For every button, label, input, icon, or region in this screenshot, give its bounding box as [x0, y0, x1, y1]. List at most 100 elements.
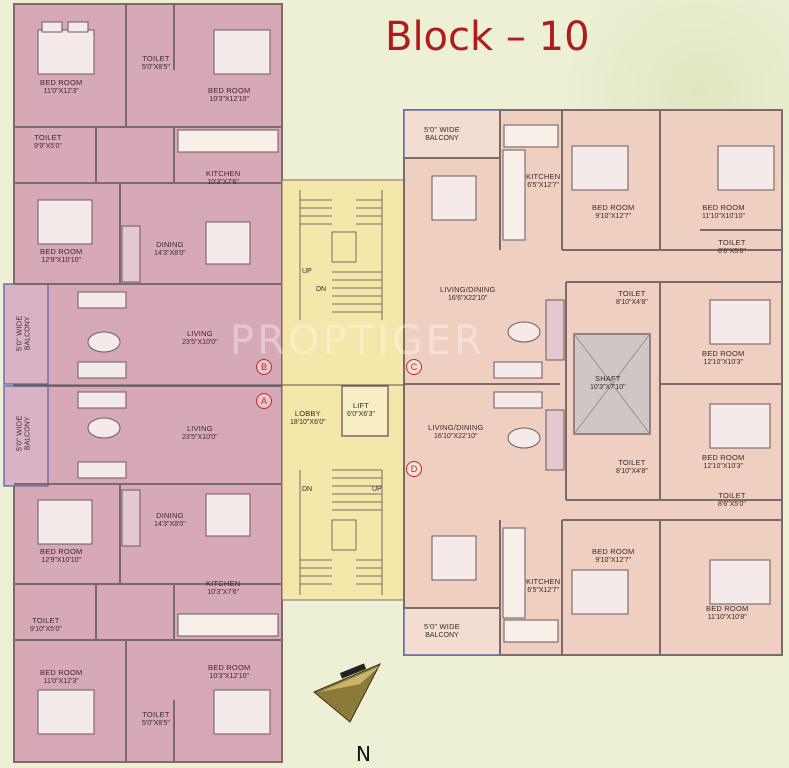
room-dimension: 9'9"X5'0"	[34, 142, 62, 150]
room-name: KITCHEN	[526, 577, 561, 586]
room-dimension: 9'10"X12'7"	[595, 212, 632, 220]
room-dimension: 18'10"X6'0"	[290, 418, 326, 426]
room-dimension: 5'0"X8'5"	[142, 719, 170, 727]
room-dimension: 14'3"X8'0"	[154, 249, 186, 257]
room-name: TOILET	[142, 54, 170, 63]
room-dimension: 6'5"X12'7"	[527, 586, 560, 594]
room-name: 5'0" WIDE	[424, 622, 460, 631]
room-name: BED ROOM	[706, 604, 749, 613]
room-name: TOILET	[718, 238, 746, 247]
room-dimension: 9'10"X12'7"	[595, 556, 632, 564]
stair-up-top: UP	[302, 268, 312, 275]
room-name: LIVING	[186, 329, 213, 338]
room-dimension: 23'5"X10'0"	[182, 338, 218, 346]
room-dimension: 12'9"X10'10"	[41, 256, 81, 264]
room-name: LIFT	[352, 401, 370, 410]
room-dimension: 12'10"X10'3"	[703, 462, 743, 470]
marker-b: B	[256, 359, 272, 375]
marker-d: D	[406, 461, 422, 477]
room-name: TOILET	[32, 616, 60, 625]
room-name: DINING	[156, 240, 184, 249]
stair-up-bottom: UP	[372, 486, 382, 493]
room-name: LIVING/DINING	[428, 423, 484, 432]
room-name: 5'0" WIDE	[14, 315, 24, 352]
room-dimension: BALCONY	[425, 631, 459, 639]
room-dimension: 10'3"X12'10"	[209, 95, 249, 103]
left-balcony-upper	[3, 283, 49, 385]
room-name: BED ROOM	[592, 547, 635, 556]
room-dimension: 23'5"X10'0"	[182, 433, 218, 441]
beds	[37, 21, 775, 735]
room-name: TOILET	[618, 289, 646, 298]
room-dimension: 10'3"X7'10"	[590, 383, 626, 391]
room-name: BED ROOM	[702, 453, 745, 462]
room-dimension: 6'0"X6'3"	[347, 410, 375, 418]
right-balcony-bottom	[403, 607, 501, 656]
room-dimension: 5'0"X8'5"	[142, 63, 170, 71]
room-name: 5'0" WIDE	[424, 125, 460, 134]
room-dimension: BALCONY	[24, 416, 32, 451]
room-name: LIVING/DINING	[440, 285, 496, 294]
room-dimension: 9'10"X5'0"	[30, 625, 62, 633]
room-name: BED ROOM	[40, 78, 83, 87]
room-name: BED ROOM	[592, 203, 635, 212]
room-name: TOILET	[718, 491, 746, 500]
room-name: BED ROOM	[40, 668, 83, 677]
room-name: SHAFT	[595, 374, 621, 383]
sofas	[77, 291, 543, 479]
room-dimension: 6'5"X12'7"	[527, 181, 560, 189]
room-name: 5'0" WIDE	[14, 415, 24, 452]
stair-lower	[299, 469, 383, 595]
room-dimension: 10'3"X12'10"	[209, 672, 249, 680]
marker-a: A	[256, 393, 272, 409]
room-name: KITCHEN	[526, 172, 561, 181]
room-dimension: 12'10"X10'3"	[703, 358, 743, 366]
room-name: BED ROOM	[702, 203, 745, 212]
room-dimension: 11'0"X12'3"	[43, 677, 79, 685]
room-name: LIVING	[186, 424, 213, 433]
room-dimension: 8'10"X4'8"	[616, 298, 648, 306]
room-name: BED ROOM	[40, 547, 83, 556]
left-balcony-lower	[3, 385, 49, 487]
room-name: BED ROOM	[40, 247, 83, 256]
marker-c: C	[406, 359, 422, 375]
wardrobes	[121, 225, 565, 547]
watermark: PROPTIGER	[230, 318, 485, 364]
room-name: BED ROOM	[702, 349, 745, 358]
room-dimension: BALCONY	[425, 134, 459, 142]
room-name: LOBBY	[294, 409, 321, 418]
room-dimension: 12'9"X10'10"	[41, 556, 81, 564]
